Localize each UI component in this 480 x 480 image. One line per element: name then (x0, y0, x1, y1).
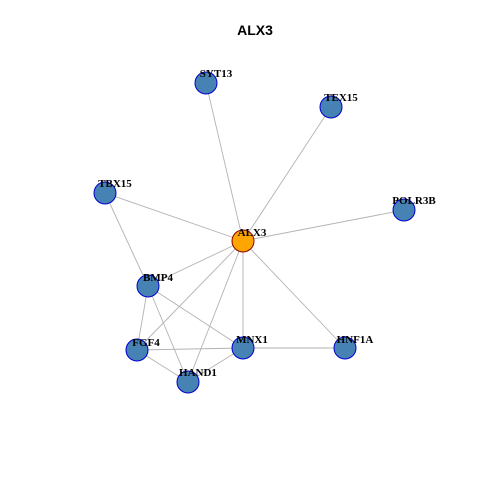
node-fgf4[interactable] (125, 338, 149, 362)
node-label-tbx15: TBX15 (98, 178, 132, 190)
edge-alx3-polr3b (242, 209, 405, 242)
edge-alx3-fgf4 (136, 240, 244, 351)
node-label-tex15: TEX15 (324, 92, 358, 104)
node-label-fgf4: FGF4 (132, 337, 160, 349)
node-hand1[interactable] (176, 370, 200, 394)
node-label-bmp4: BMP4 (143, 272, 173, 284)
node-mnx1[interactable] (231, 336, 255, 360)
node-label-hnf1a: HNF1A (337, 334, 374, 346)
node-bmp4[interactable] (136, 274, 160, 298)
edge-tbx15-bmp4 (104, 192, 149, 287)
node-alx3[interactable] (231, 229, 255, 253)
node-polr3b[interactable] (392, 198, 416, 222)
node-label-syt13: SYT13 (200, 68, 233, 80)
node-label-hand1: HAND1 (179, 367, 217, 379)
edge-alx3-syt13 (205, 82, 244, 242)
node-label-polr3b: POLR3B (392, 195, 436, 207)
node-tbx15[interactable] (93, 181, 117, 205)
edge-bmp4-hand1 (147, 285, 189, 383)
node-hnf1a[interactable] (333, 336, 357, 360)
edge-alx3-tbx15 (104, 192, 244, 242)
graph-title: ALX3 (237, 22, 273, 38)
nodes-layer (93, 71, 416, 394)
edge-alx3-hand1 (187, 240, 244, 383)
node-tex15[interactable] (319, 95, 343, 119)
edge-alx3-bmp4 (147, 240, 244, 287)
edge-bmp4-mnx1 (147, 285, 244, 349)
node-label-mnx1: MNX1 (236, 334, 268, 346)
edge-alx3-tex15 (242, 106, 332, 242)
edge-fgf4-mnx1 (136, 347, 244, 351)
edge-alx3-hnf1a (242, 240, 346, 349)
node-label-alx3: ALX3 (238, 227, 267, 239)
node-syt13[interactable] (194, 71, 218, 95)
